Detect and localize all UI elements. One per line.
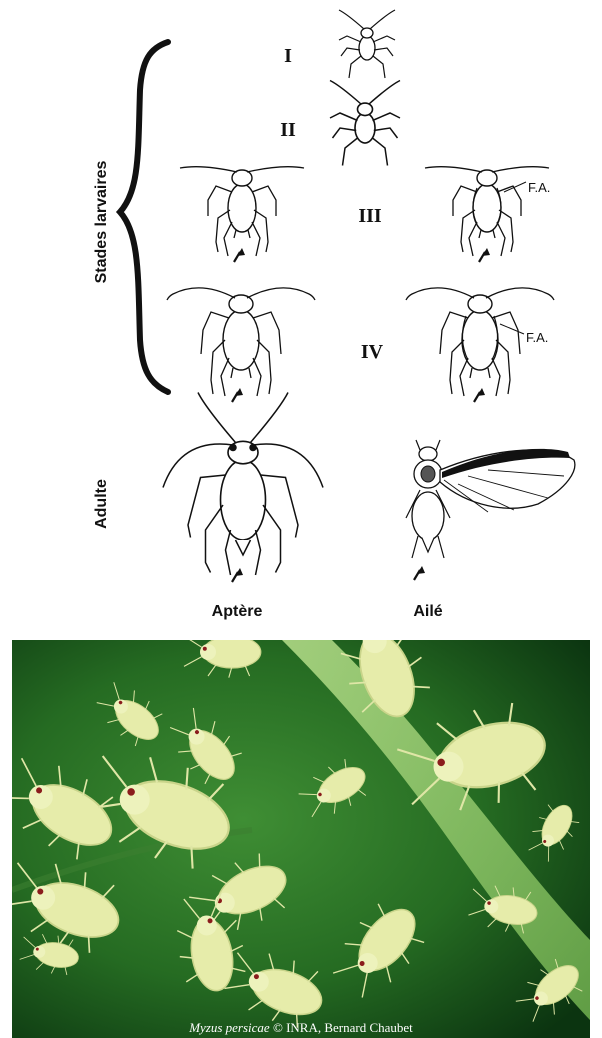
stage-ii-nymph bbox=[330, 81, 400, 166]
apterous-morph-label: Aptère bbox=[212, 603, 263, 620]
larval-stages-brace bbox=[120, 42, 168, 392]
adult-apterous-arrow bbox=[232, 568, 243, 582]
stage-label-iii: III bbox=[358, 205, 382, 227]
stage-iv-wing-pad-pointer bbox=[500, 324, 524, 334]
adult-winged-aphid bbox=[406, 440, 575, 558]
stage-i-nymph bbox=[339, 10, 395, 78]
adult-winged-arrow bbox=[414, 566, 425, 580]
stage-iv-winged-arrow bbox=[474, 388, 485, 402]
stage-iii-winged-arrow bbox=[479, 248, 490, 262]
winged-morph-label: Ailé bbox=[413, 603, 442, 620]
stage-iv-apterous-nymph bbox=[167, 288, 315, 396]
photo-credit: Myzus persicae © INRA, Bernard Chaubet bbox=[188, 1020, 413, 1035]
aphid-life-stages-diagram: Stades larvaires Adulte I II III IV F.A.… bbox=[0, 0, 602, 630]
stage-iii-apterous-nymph bbox=[180, 167, 304, 256]
adult-apterous-aphid bbox=[163, 393, 323, 576]
adult-label: Adulte bbox=[93, 479, 110, 529]
aphid-colony-photo: Myzus persicae © INRA, Bernard Chaubet bbox=[12, 640, 590, 1038]
stage-label-ii: II bbox=[280, 119, 296, 141]
stage-label-i: I bbox=[284, 45, 292, 67]
stage-iv-apterous-arrow bbox=[232, 388, 243, 402]
stage-label-iv: IV bbox=[361, 341, 384, 363]
stage-iv-wing-pad-label: F.A. bbox=[526, 330, 548, 345]
larval-stages-label: Stades larvaires bbox=[93, 161, 110, 284]
stage-iii-apterous-arrow bbox=[234, 248, 245, 262]
stage-iii-wing-pad-label: F.A. bbox=[528, 180, 550, 195]
